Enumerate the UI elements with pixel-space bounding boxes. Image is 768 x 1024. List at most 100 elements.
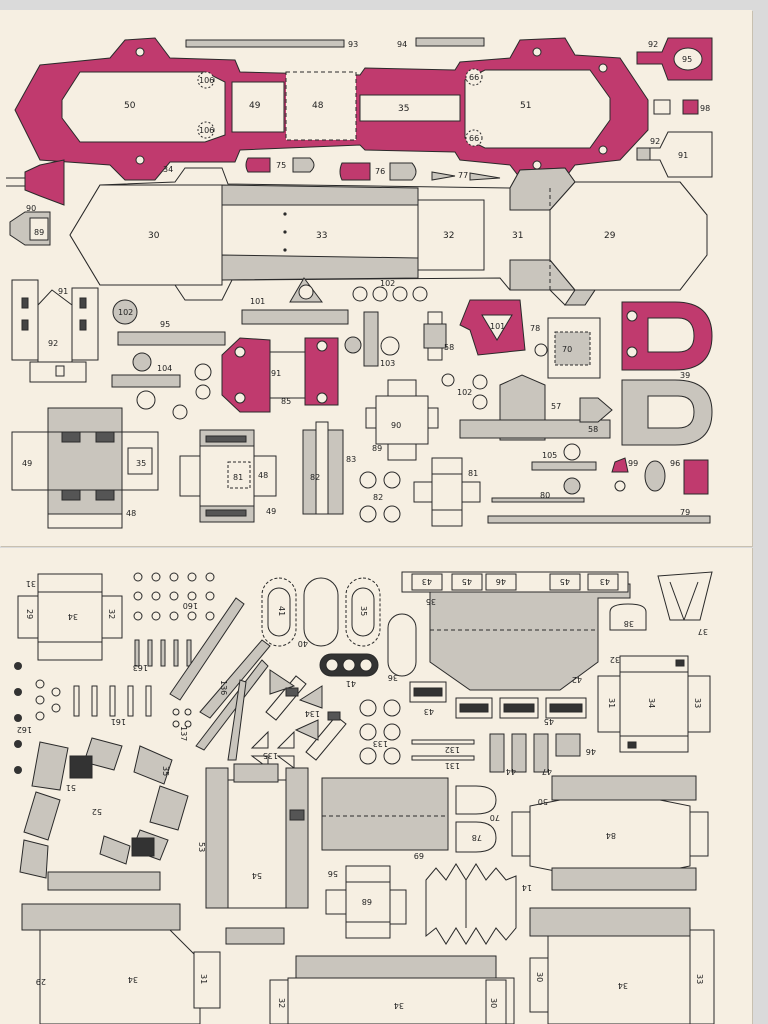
label-102a: 102 <box>118 308 133 317</box>
label-q34a: 34 <box>68 612 78 621</box>
label-57: 57 <box>551 402 561 411</box>
part-45-box-b <box>545 697 587 719</box>
label-82a: 82 <box>310 473 320 482</box>
part-66-circle-a <box>465 68 483 86</box>
label-39: 39 <box>680 371 690 380</box>
label-q34c: 34 <box>128 975 138 984</box>
label-76: 76 <box>375 167 385 176</box>
bottom-cutout-sheet: 31 29 34 32 160 163 162 161 137 136 41 4… <box>0 548 752 1024</box>
label-q37: 37 <box>698 627 708 636</box>
part-58-rail <box>459 419 611 439</box>
part-90-box <box>365 379 439 461</box>
part-102-disc-b <box>136 390 156 410</box>
part-104-disc <box>132 352 152 372</box>
part-103-post <box>363 311 379 367</box>
label-81a: 81 <box>233 473 243 482</box>
part-34-box-b <box>597 655 711 753</box>
label-79: 79 <box>680 508 690 517</box>
label-92c: 92 <box>48 339 58 348</box>
part-37-funnel <box>657 571 713 621</box>
label-q29b: 29 <box>36 977 46 986</box>
label-q42: 42 <box>572 675 582 684</box>
label-q43c: 43 <box>424 707 434 716</box>
label-q50: 50 <box>538 797 548 806</box>
label-q162: 162 <box>17 725 32 734</box>
top-cutout-sheet: 50 49 48 35 51 30 33 32 31 29 106 106 66… <box>0 10 752 546</box>
label-q53: 53 <box>197 842 206 852</box>
label-106a: 106 <box>199 76 214 85</box>
label-32: 32 <box>443 231 454 241</box>
label-93: 93 <box>348 40 358 49</box>
label-q69: 69 <box>414 851 424 860</box>
hull-grey-band-bot <box>221 254 419 281</box>
label-48b: 48 <box>126 509 136 518</box>
label-99: 99 <box>628 459 638 468</box>
part-81-cross <box>413 457 481 527</box>
deck-plate-51-cutout <box>464 69 611 149</box>
part-163-pins <box>134 639 192 667</box>
label-q41b: 41 <box>346 679 356 688</box>
label-q137: 137 <box>179 726 188 741</box>
label-92a: 92 <box>648 40 658 49</box>
label-58b: 58 <box>588 425 598 434</box>
part-162-dots <box>14 662 22 774</box>
label-q14: 14 <box>522 883 532 892</box>
part-42-plate <box>429 583 631 691</box>
part-34-hull-mid <box>287 977 515 1024</box>
label-q41a: 41 <box>277 606 286 616</box>
part-44-posts <box>489 733 581 773</box>
part-77-wedge-b <box>469 172 501 181</box>
label-q30a: 30 <box>489 998 498 1008</box>
part-76-grey <box>389 162 417 181</box>
label-48c: 48 <box>258 471 268 480</box>
label-81b: 81 <box>468 469 478 478</box>
label-66a: 66 <box>469 73 479 82</box>
part-69-panel <box>321 777 449 851</box>
part-106-circle-a <box>197 71 215 89</box>
part-34-hull-right <box>547 935 691 1024</box>
label-30: 30 <box>148 231 160 241</box>
label-q51: 51 <box>66 783 76 792</box>
label-75: 75 <box>276 161 286 170</box>
label-q34e: 34 <box>618 981 628 990</box>
part-30-stern <box>69 184 223 286</box>
label-q84: 84 <box>606 831 616 840</box>
part-43-box-b <box>455 697 493 719</box>
part-105-bar <box>531 461 597 471</box>
label-q45c: 45 <box>544 717 554 726</box>
label-q47: 47 <box>542 767 552 776</box>
label-q45b: 45 <box>560 577 570 586</box>
small-discs-102 <box>352 286 428 302</box>
label-49c: 49 <box>266 507 276 516</box>
label-80: 80 <box>540 491 550 500</box>
label-q33a: 33 <box>693 698 702 708</box>
label-105: 105 <box>542 451 557 460</box>
label-102b: 102 <box>380 279 395 288</box>
label-q68: 68 <box>362 897 372 906</box>
part-162-rings <box>35 679 61 721</box>
label-q35c: 35 <box>161 766 170 776</box>
label-q29: 29 <box>25 609 34 619</box>
label-q30b: 30 <box>535 972 544 982</box>
part-75-pieces <box>245 157 271 173</box>
label-78: 78 <box>530 324 540 333</box>
part-36-ring <box>387 613 417 677</box>
label-101b: 101 <box>490 322 505 331</box>
label-92b: 92 <box>650 137 660 146</box>
label-q32b: 32 <box>610 655 620 664</box>
label-91b: 91 <box>58 287 68 296</box>
label-q56: 56 <box>328 869 338 878</box>
label-q36: 36 <box>388 673 398 682</box>
label-66b: 66 <box>469 134 479 143</box>
top-sheet-drawing: 50 49 48 35 51 30 33 32 31 29 106 106 66… <box>6 37 713 529</box>
label-103: 103 <box>380 359 395 368</box>
label-35b: 35 <box>136 459 146 468</box>
label-104: 104 <box>157 364 172 373</box>
label-q34d: 34 <box>394 1001 404 1010</box>
label-48: 48 <box>312 101 324 111</box>
part-136-legs <box>169 597 271 761</box>
part-95-small <box>172 404 188 420</box>
label-q32a: 32 <box>107 609 116 619</box>
label-89b: 89 <box>372 444 382 453</box>
part-49-box-assembly <box>11 407 159 529</box>
